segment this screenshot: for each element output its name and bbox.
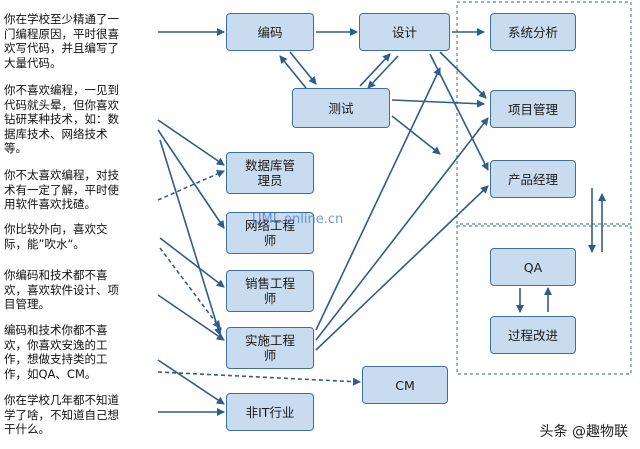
- arrow-impl-product: [315, 185, 489, 351]
- node-cm-label: CM: [395, 377, 415, 393]
- node-non-it-label: 非IT行业: [245, 404, 295, 420]
- arrow-desc2-network: [157, 129, 225, 229]
- node-non-it: 非IT行业: [226, 393, 314, 431]
- arrow-design-pm: [439, 51, 487, 99]
- watermark: UML.online.cn: [252, 212, 344, 227]
- node-network-engineer-label: 网络工程 师: [244, 218, 295, 248]
- arrow-testing-pm: [391, 99, 485, 108]
- node-design-label: 设计: [391, 24, 417, 40]
- node-process-improvement: 过程改进: [490, 316, 576, 354]
- node-system-analysis: 系统分析: [490, 13, 576, 51]
- description-1: 你在学校至少精通了一 门编程原因，平时很喜 欢写代码，并且编写了 大量代码。: [4, 12, 119, 70]
- node-testing: 测试: [292, 88, 390, 128]
- roles-region-top: [456, 1, 632, 225]
- node-testing-label: 测试: [328, 100, 354, 116]
- node-process-improvement-label: 过程改进: [507, 327, 558, 343]
- credit-text: 头条 @趣物联: [539, 424, 628, 440]
- node-project-management-label: 项目管理: [507, 101, 558, 117]
- node-system-analysis-label: 系统分析: [507, 24, 558, 40]
- arrow-desc5-impl: [157, 294, 225, 341]
- arrow-desc2-impl: [159, 139, 222, 336]
- node-cm: CM: [362, 366, 448, 404]
- node-qa: QA: [490, 248, 576, 286]
- description-7: 你在学校几年都不知道 学了啥，不知道自己想 干什么。: [4, 393, 119, 436]
- node-sales-engineer-label: 销售工程 师: [244, 276, 295, 306]
- arrow-testing-product: [391, 115, 441, 155]
- arrow-desc6-cm: [157, 371, 361, 386]
- arrow-testing-design: [359, 53, 391, 87]
- arrow-impl-pm: [315, 117, 489, 341]
- arrow-coding-testing: [289, 51, 317, 85]
- arrow-impl-design: [315, 67, 441, 331]
- description-5: 你编码和技术都不喜 欢，喜欢软件设计、项 目管理。: [4, 268, 119, 311]
- description-3: 你不太喜欢编程，对技 术有一定了解，平时使 用软件喜欢找碴。: [4, 168, 119, 211]
- description-6: 编码和技术你都不喜 欢，你喜欢安逸的工 作，想做支持类的工 作，如QA、CM。: [4, 323, 108, 381]
- arrow-desc2-dba: [157, 119, 225, 166]
- arrow-design-testing: [367, 55, 399, 89]
- node-dba: 数据库管 理员: [226, 152, 314, 194]
- node-coding: 编码: [226, 13, 314, 51]
- node-dba-label: 数据库管 理员: [244, 158, 295, 188]
- description-4: 你比较外向，喜欢交 际，能”吹水“。: [4, 222, 108, 251]
- description-2: 你不喜欢编程，一见到 代码就头晕，但你喜欢 钻研某种技术，如：数 据库技术、网络…: [4, 83, 119, 155]
- node-product-manager: 产品经理: [490, 160, 576, 198]
- arrow-desc4-sales: [159, 237, 225, 288]
- arrow-desc6-nonit: [157, 359, 225, 405]
- node-coding-label: 编码: [257, 24, 283, 40]
- arrow-testing-coding: [279, 55, 307, 89]
- arrow-desc3-dba: [157, 170, 225, 201]
- node-design: 设计: [359, 13, 450, 51]
- node-qa-label: QA: [523, 259, 543, 275]
- roles-region-bottom: [456, 225, 632, 375]
- node-implementation-engineer-label: 实施工程 师: [244, 333, 295, 363]
- node-implementation-engineer: 实施工程 师: [226, 327, 314, 369]
- node-project-management: 项目管理: [490, 90, 576, 128]
- arrow-desc4-impl: [159, 247, 221, 329]
- node-sales-engineer: 销售工程 师: [226, 270, 314, 312]
- node-product-manager-label: 产品经理: [507, 171, 558, 187]
- node-network-engineer: 网络工程 师: [226, 212, 314, 254]
